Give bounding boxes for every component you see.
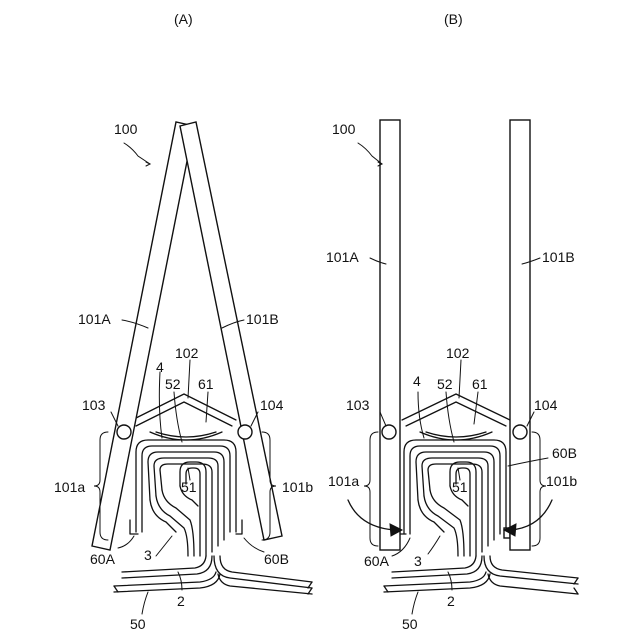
panel-a-labels: 100 101A 101B 102 4 52 61 103 104 51 101…	[54, 121, 313, 632]
panel-a-pin-104	[238, 425, 252, 439]
panel-b-label-103: 103	[346, 397, 370, 413]
panel-a-title: (A)	[174, 11, 193, 27]
panel-b-arm-101b	[510, 120, 530, 550]
panel-b-label-50: 50	[402, 616, 418, 632]
panel-b-holder-layers	[404, 440, 506, 556]
panel-b-label-51: 51	[452, 479, 468, 495]
panel-a-label-101b-arm: 101B	[246, 311, 279, 327]
panel-a-label-101a-arm: 101A	[78, 311, 111, 327]
panel-b-pin-103	[382, 425, 396, 439]
panel-b-labels: 100 101A 101B 102 4 52 61 103 104 60B 51…	[326, 121, 577, 632]
panel-b-label-3: 3	[414, 553, 422, 569]
panel-a-label-61: 61	[198, 376, 214, 392]
panel-a-label-4: 4	[156, 359, 164, 375]
panel-a-label-2: 2	[177, 593, 185, 609]
panel-b-label-101a-arm: 101A	[326, 249, 359, 265]
panel-a-label-101a-range: 101a	[54, 479, 85, 495]
panel-b-label-61: 61	[472, 376, 488, 392]
panel-a-label-103: 103	[82, 397, 106, 413]
panel-b-label-101b-arm: 101B	[542, 249, 575, 265]
panel-a-label-102: 102	[175, 345, 199, 361]
panel-a-holder-layers	[136, 440, 236, 556]
panel-b-label-52: 52	[437, 376, 453, 392]
panel-a-label-50: 50	[130, 616, 146, 632]
panel-a-label-60a: 60A	[90, 551, 116, 567]
panel-a-pin-103	[117, 425, 131, 439]
panel-a-label-52: 52	[165, 376, 181, 392]
panel-b-brace-101b	[532, 432, 546, 546]
panel-a-label-104: 104	[260, 397, 284, 413]
panel-b-label-104: 104	[534, 397, 558, 413]
panel-b-label-101a-range: 101a	[328, 473, 359, 489]
panel-b-title: (B)	[444, 11, 463, 27]
panel-b-label-100: 100	[332, 121, 356, 137]
panel-b-brace-101a	[364, 432, 378, 546]
panel-b-arm-101a	[380, 120, 400, 550]
panel-a-label-60b: 60B	[264, 551, 289, 567]
panel-b-label-101b-range: 101b	[546, 473, 577, 489]
panel-b-pin-104	[513, 425, 527, 439]
panel-b-label-4: 4	[413, 373, 421, 389]
panel-b-label-60b: 60B	[552, 445, 577, 461]
panel-a-label-51: 51	[181, 479, 197, 495]
panel-a-arm-101a	[92, 122, 194, 550]
panel-a-apex-cover	[132, 394, 236, 440]
panel-a-label-3: 3	[144, 547, 152, 563]
panel-b: (B)	[326, 11, 578, 632]
panel-a-label-101b-range: 101b	[282, 479, 313, 495]
panel-a-arm-101b	[180, 122, 282, 540]
panel-b-label-60a: 60A	[364, 553, 390, 569]
panel-a: (A)	[54, 11, 313, 632]
panel-b-label-102: 102	[446, 345, 470, 361]
panel-b-label-2: 2	[447, 593, 455, 609]
panel-a-label-100: 100	[114, 121, 138, 137]
